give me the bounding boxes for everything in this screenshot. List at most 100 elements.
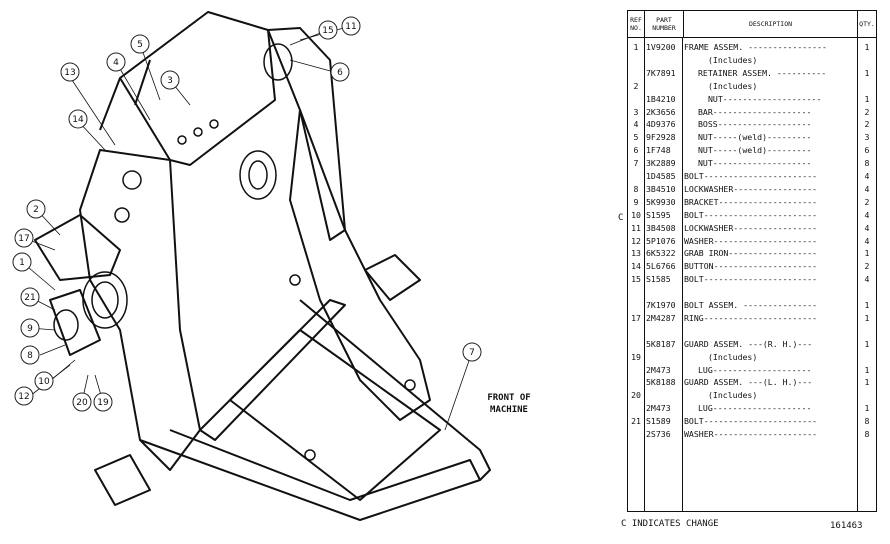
grab-iron xyxy=(99,59,151,131)
callout-10: 10 xyxy=(34,371,54,391)
ref-cell: 8 xyxy=(633,183,639,194)
boss xyxy=(122,170,142,190)
description-cell: WASHER--------------------- xyxy=(684,235,818,246)
qty-cell: 4 xyxy=(864,274,870,285)
callout-12: 12 xyxy=(14,386,34,406)
callout-19: 19 xyxy=(93,392,113,412)
illustration-number: 161463 xyxy=(830,521,863,531)
left-bore-inner xyxy=(91,281,119,319)
callout-11: 11 xyxy=(341,16,361,36)
svg-text:13: 13 xyxy=(64,68,75,78)
description-cell: NUT-------------------- xyxy=(708,93,822,104)
ref-cell: 9 xyxy=(633,196,639,207)
svg-text:19: 19 xyxy=(97,398,109,408)
description-cell: RING----------------------- xyxy=(684,312,818,323)
callout-14: 14 xyxy=(68,109,88,129)
svg-text:6: 6 xyxy=(337,68,343,78)
svg-text:20: 20 xyxy=(76,398,88,408)
svg-text:9: 9 xyxy=(27,324,33,334)
frame-drawing: 1 2 3 4 5 6 7 8 9 10 11 12 13 14 15 17 1… xyxy=(12,11,491,521)
part-number-cell: 1D4585 xyxy=(646,171,676,181)
description-cell: (Includes) xyxy=(708,54,758,65)
qty-cell: 4 xyxy=(864,235,870,246)
svg-text:21: 21 xyxy=(24,293,35,303)
change-indicator: C xyxy=(618,213,624,223)
qty-cell: 2 xyxy=(864,106,870,117)
qty-cell: 2 xyxy=(864,196,870,207)
part-number-cell: 2S736 xyxy=(646,429,671,439)
qty-cell: 1 xyxy=(864,67,870,78)
qty-cell: 4 xyxy=(864,183,870,194)
description-cell: FRAME ASSEM. ---------------- xyxy=(684,42,827,52)
qty-cell: 3 xyxy=(864,132,870,143)
callout-6: 6 xyxy=(330,62,350,82)
part-number-cell: 1B4210 xyxy=(646,93,676,104)
callout-15: 15 xyxy=(318,20,338,40)
part-number-cell: S1585 xyxy=(646,274,671,285)
callout-2: 2 xyxy=(26,199,46,219)
callout-3: 3 xyxy=(160,70,180,90)
right-frame-side xyxy=(289,109,431,421)
ref-cell: 19 xyxy=(631,351,641,362)
callout-9: 9 xyxy=(20,318,40,338)
ref-cell: 11 xyxy=(631,222,641,233)
part-number-cell: 7K1970 xyxy=(646,300,676,310)
svg-text:8: 8 xyxy=(27,351,33,361)
description-cell: BAR-------------------- xyxy=(698,106,812,117)
description-cell: RETAINER ASSEM. ---------- xyxy=(698,67,827,78)
qty-cell: 1 xyxy=(864,312,870,323)
qty-cell: 1 xyxy=(864,93,870,104)
part-number-cell: 3K2889 xyxy=(646,158,676,169)
right-tower xyxy=(267,27,346,241)
description-cell: LOCKWASHER----------------- xyxy=(684,183,818,194)
part-number-cell: 5K8188 xyxy=(646,377,676,388)
description-cell: BOLT----------------------- xyxy=(684,416,818,427)
ref-cell: 1 xyxy=(633,42,639,52)
right-bore xyxy=(239,150,277,200)
ref-cell: 4 xyxy=(633,119,639,130)
ref-cell: 10 xyxy=(631,209,641,220)
ref-cell: 6 xyxy=(633,145,639,156)
qty-cell: 4 xyxy=(864,222,870,233)
callout-4: 4 xyxy=(106,52,126,72)
header-part-number: PART NUMBER xyxy=(645,11,684,37)
bearing-retainer xyxy=(53,309,79,341)
weld-nut xyxy=(193,127,203,137)
part-number-cell: S1589 xyxy=(646,416,671,427)
bottom-rail-left xyxy=(139,429,481,521)
left-tower xyxy=(119,11,276,166)
callout-20: 20 xyxy=(72,392,92,412)
callout-7: 7 xyxy=(462,342,482,362)
svg-text:11: 11 xyxy=(345,22,356,32)
table-row: 19(Includes) xyxy=(628,351,876,363)
svg-text:17: 17 xyxy=(18,234,29,244)
boss xyxy=(114,207,130,223)
qty-cell: 2 xyxy=(864,261,870,272)
part-number-cell: 3B4508 xyxy=(646,222,676,233)
change-note: C INDICATES CHANGE xyxy=(621,519,719,529)
part-number-cell: 5K9930 xyxy=(646,196,676,207)
part-number-cell: 4D9376 xyxy=(646,119,676,130)
qty-cell: 1 xyxy=(864,377,870,388)
part-number-cell: 3B4510 xyxy=(646,183,676,194)
description-cell: GRAB IRON------------------ xyxy=(684,248,818,259)
description-cell: BOLT----------------------- xyxy=(684,209,818,220)
part-number-cell: 7K7891 xyxy=(646,67,676,78)
table-row: 8 3B4510 LOCKWASHER----------------- 4 xyxy=(628,183,876,195)
description-cell: BOLT----------------------- xyxy=(684,171,818,181)
description-cell: GUARD ASSEM. ---(L. H.)--- xyxy=(684,377,813,388)
svg-text:12: 12 xyxy=(18,392,29,402)
